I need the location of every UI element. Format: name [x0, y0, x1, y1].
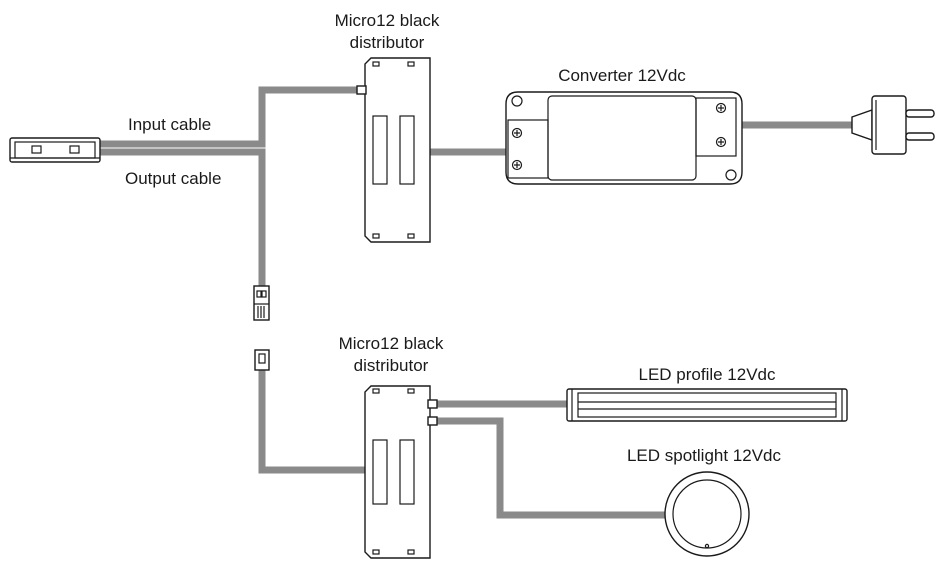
led-profile — [566, 388, 848, 422]
plug-connector — [253, 285, 270, 321]
output-cable-label: Output cable — [125, 169, 221, 188]
distributor-top-label-line2: distributor — [350, 33, 425, 52]
mains-plug — [851, 95, 935, 155]
distributor-top — [356, 57, 431, 243]
led-spotlight-label: LED spotlight 12Vdc — [627, 446, 782, 465]
output-cable — [100, 148, 266, 288]
led-spotlight — [664, 471, 750, 557]
labels: Micro12 black distributor Converter 12Vd… — [125, 11, 782, 465]
led-profile-label: LED profile 12Vdc — [638, 365, 776, 384]
input-cable-label: Input cable — [128, 115, 211, 134]
converter-label: Converter 12Vdc — [558, 66, 686, 85]
socket-connector — [254, 349, 270, 371]
touch-switch — [9, 137, 101, 163]
cables — [100, 86, 855, 519]
spotlight-cable — [436, 417, 668, 519]
distributor-bottom — [364, 385, 438, 559]
distributor-bottom-label-line2: distributor — [354, 356, 429, 375]
distributor-bottom-label-line1: Micro12 black — [339, 334, 444, 353]
converter — [505, 91, 743, 185]
bottom-input-cable — [258, 368, 365, 474]
input-cable — [100, 86, 361, 148]
distributor-top-label-line1: Micro12 black — [335, 11, 440, 30]
